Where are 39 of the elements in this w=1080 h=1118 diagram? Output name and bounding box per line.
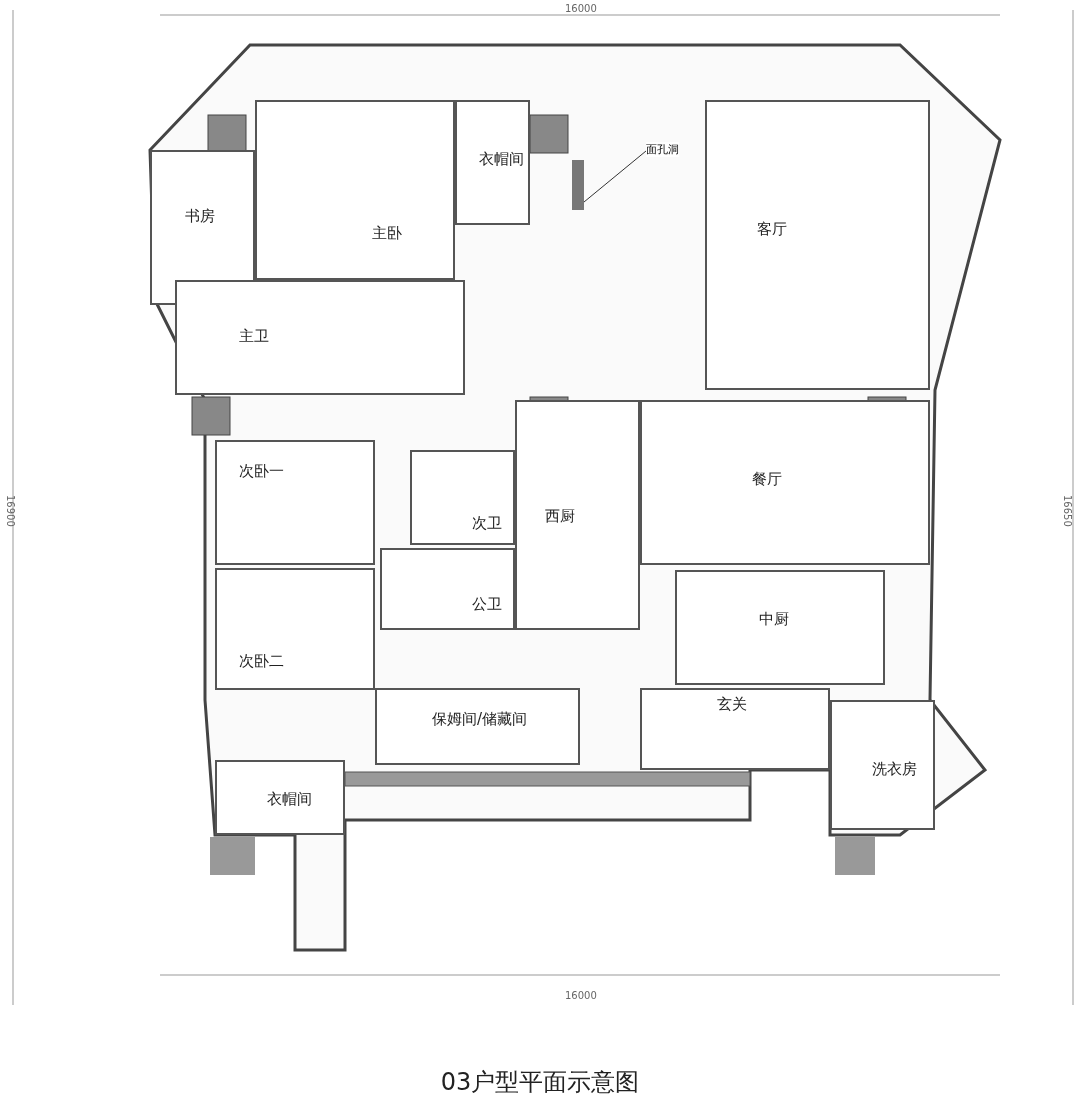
room-label: 次卫 <box>472 514 502 533</box>
room-label: 次卧二 <box>239 652 284 671</box>
room-outline <box>515 400 640 630</box>
room-outline <box>675 570 885 685</box>
room-label: 衣帽间 <box>479 150 524 169</box>
room-outline <box>640 688 830 770</box>
room-outline <box>215 568 375 690</box>
room-label: 书房 <box>185 207 215 226</box>
leader-label: 面孔洞 <box>646 142 679 157</box>
room-outline <box>380 548 515 630</box>
room-outline <box>830 700 935 830</box>
leader-line <box>583 150 647 203</box>
room-label: 保姆间/储藏间 <box>432 710 528 729</box>
room-outline <box>705 100 930 390</box>
room-outline <box>255 100 455 280</box>
room-outline <box>215 440 375 565</box>
dimension-label: 16000 <box>565 990 597 1001</box>
room-outline <box>410 450 515 545</box>
room-label: 主卧 <box>372 224 402 243</box>
room-label: 公卫 <box>472 595 502 614</box>
room-label: 次卧一 <box>239 462 284 481</box>
room-label: 衣帽间 <box>267 790 312 809</box>
room-outline <box>175 280 465 395</box>
room-label: 餐厅 <box>752 470 782 489</box>
room-label: 洗衣房 <box>872 760 917 779</box>
dimension-label: 16900 <box>5 495 16 527</box>
room-label: 玄关 <box>717 695 747 714</box>
room-outline <box>640 400 930 565</box>
caption: 03户型平面示意图 <box>439 1067 641 1098</box>
room-label: 西厨 <box>545 507 575 526</box>
room-label: 中厨 <box>759 610 789 629</box>
room-outline <box>215 760 345 835</box>
room-label: 主卫 <box>239 327 269 346</box>
dimension-label: 16000 <box>565 3 597 14</box>
room-outline <box>375 688 580 765</box>
duct-panel <box>572 160 584 210</box>
room-outline <box>455 100 530 225</box>
room-label: 客厅 <box>757 220 787 239</box>
dimension-label: 16650 <box>1062 495 1073 527</box>
